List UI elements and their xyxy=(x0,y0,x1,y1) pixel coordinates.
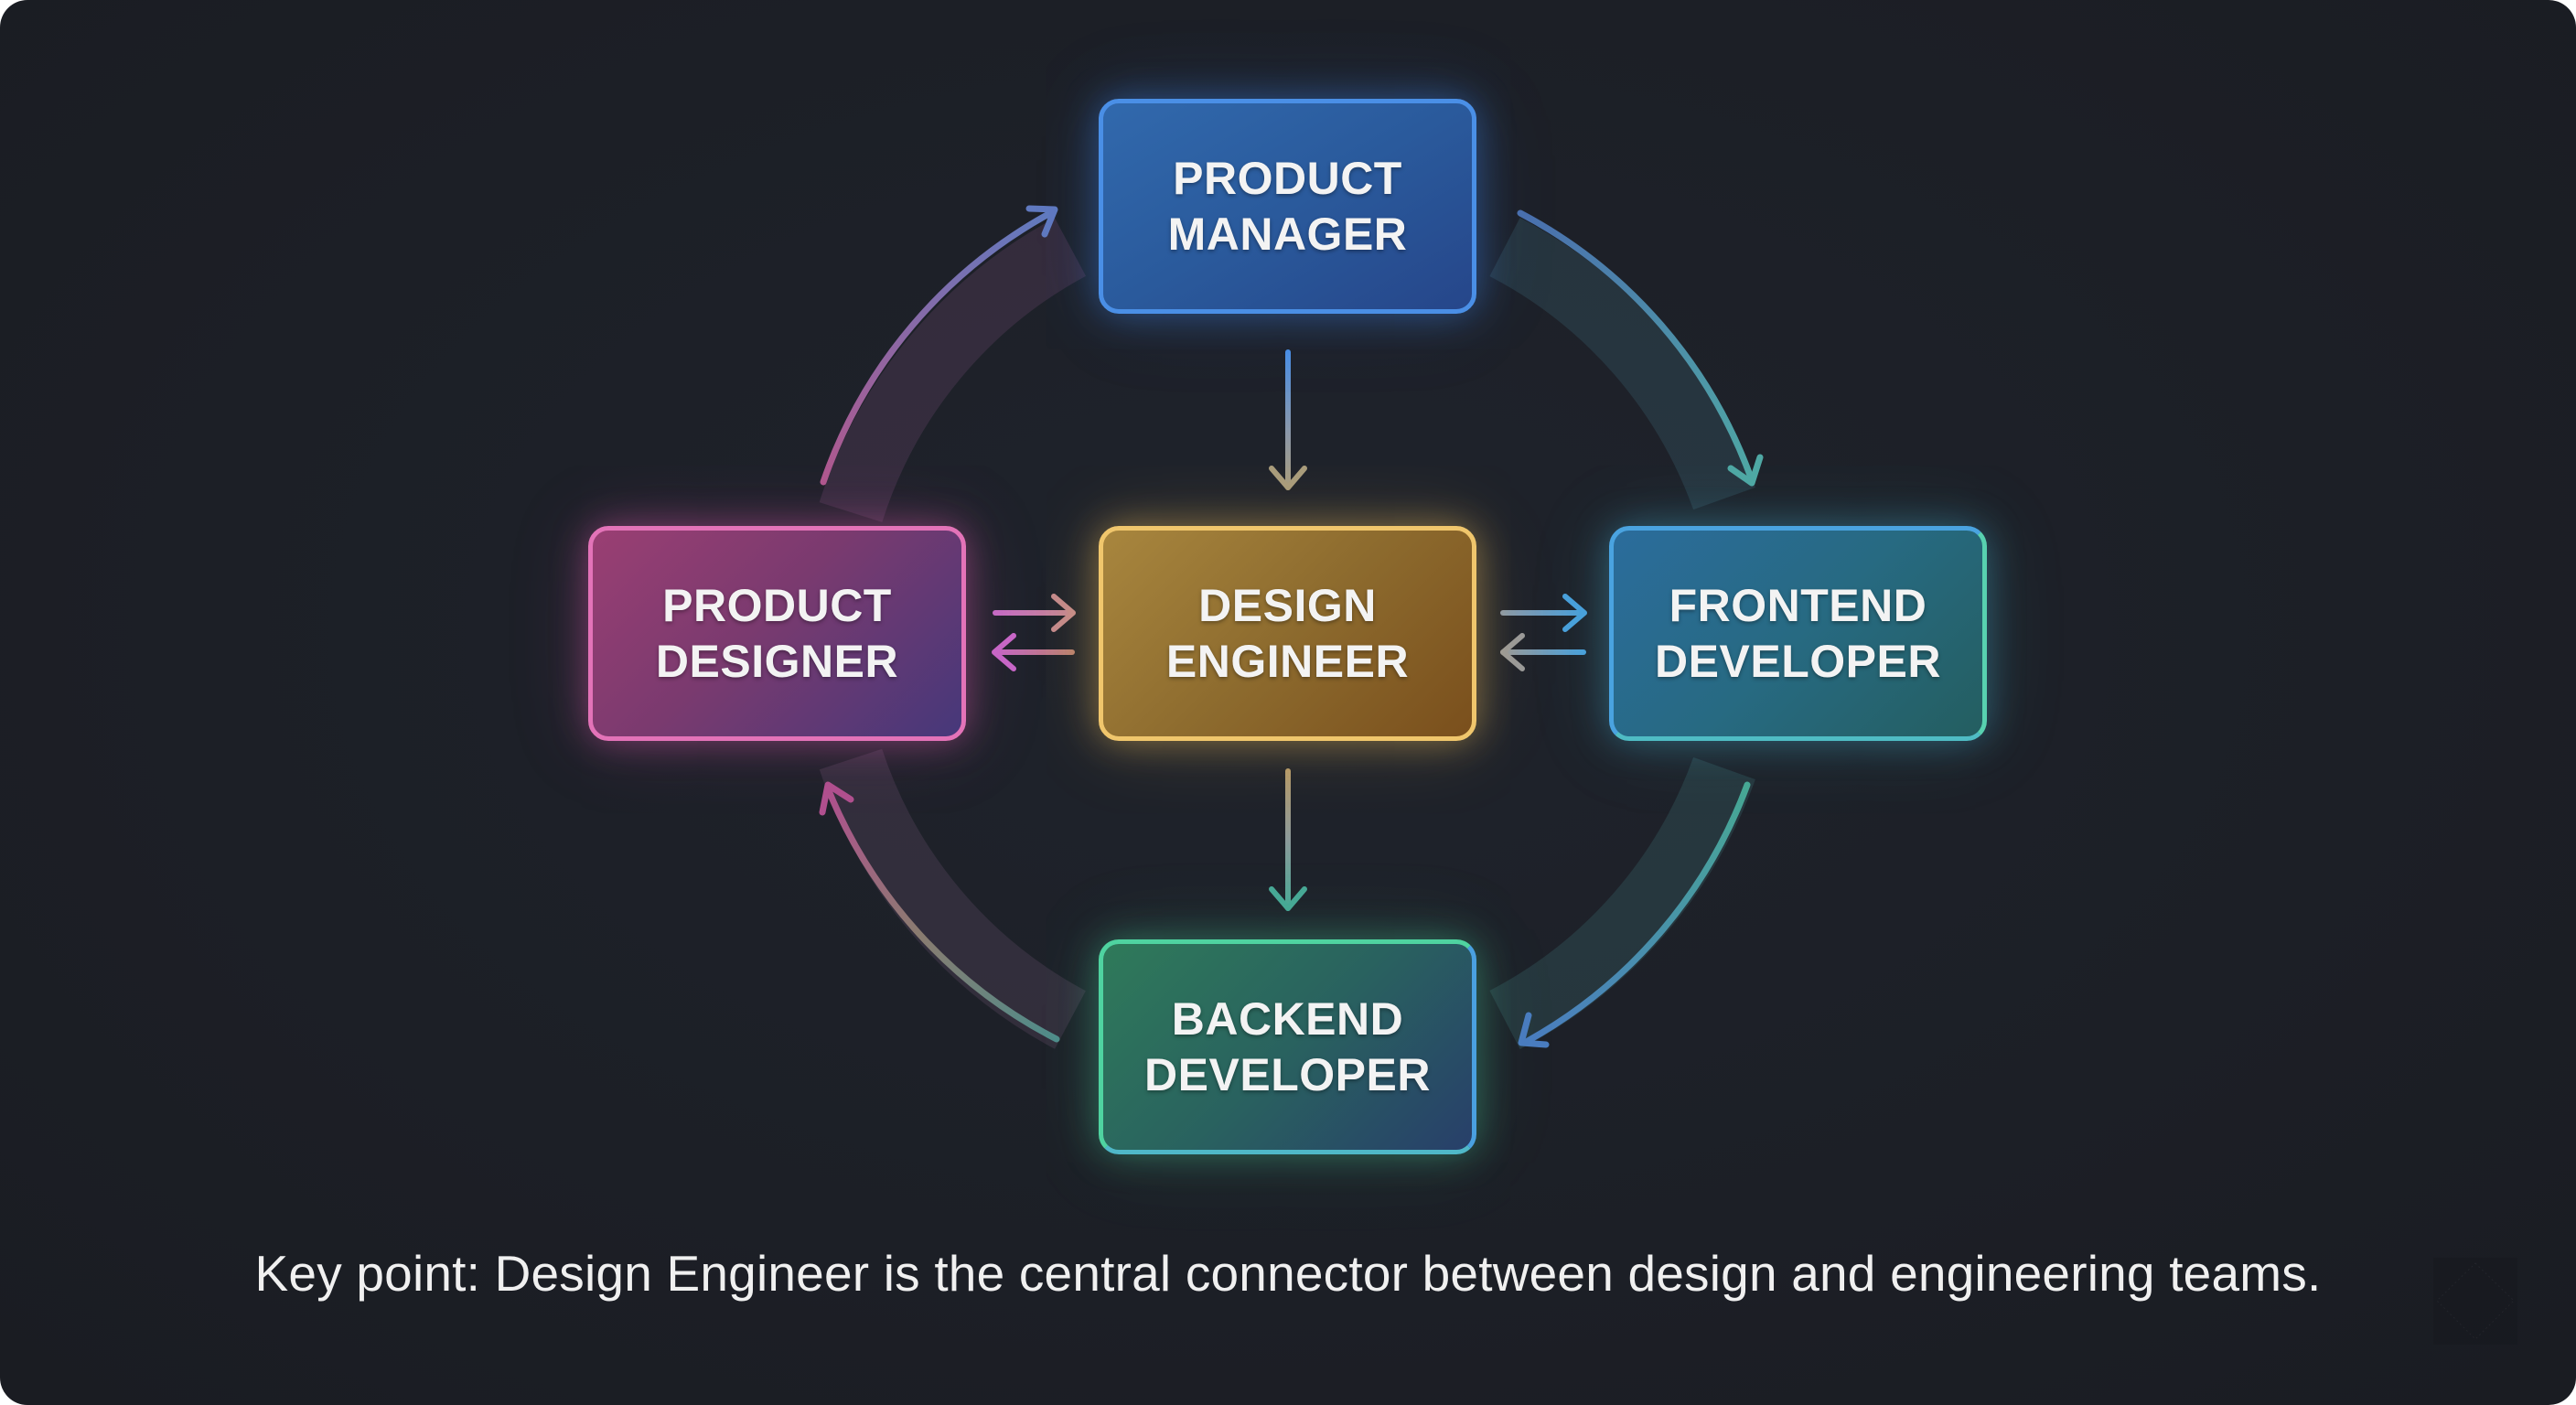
node-product-designer: PRODUCT DESIGNER xyxy=(588,526,966,741)
curved-arrow-backend-to-designer xyxy=(824,785,1060,1043)
arrowhead-icon xyxy=(1051,594,1076,632)
node-label: DESIGN ENGINEER xyxy=(1165,579,1410,687)
node-label: PRODUCT MANAGER xyxy=(1167,152,1408,260)
arrowhead-icon xyxy=(819,781,854,816)
node-frontend-developer: FRONTEND DEVELOPER xyxy=(1609,526,1987,741)
cycle-band xyxy=(819,218,1755,1049)
node-label: BACKEND DEVELOPER xyxy=(1144,992,1431,1100)
node-label: FRONTEND DEVELOPER xyxy=(1655,579,1941,687)
arrowhead-icon xyxy=(1500,633,1525,671)
arrowhead-icon xyxy=(1269,886,1307,911)
node-label: PRODUCT DESIGNER xyxy=(655,579,899,687)
arrowhead-icon xyxy=(1025,205,1058,238)
watermark xyxy=(2433,1258,2517,1345)
node-backend-developer: BACKEND DEVELOPER xyxy=(1099,939,1476,1154)
arrowhead-icon xyxy=(1562,594,1587,632)
diamond-sparkle-icon xyxy=(2436,1262,2515,1340)
arrowhead-icon xyxy=(1518,1012,1550,1048)
node-product-manager: PRODUCT MANAGER xyxy=(1099,99,1476,314)
node-design-engineer: DESIGN ENGINEER xyxy=(1099,526,1476,741)
arrowhead-icon xyxy=(1727,454,1764,487)
curved-arrow-manager-to-frontend xyxy=(1517,209,1755,484)
key-point-caption: Key point: Design Engineer is the centra… xyxy=(254,1245,2322,1302)
curved-arrow-designer-to-manager xyxy=(820,209,1056,486)
curved-arrow-frontend-to-backend xyxy=(1524,781,1751,1045)
arrowhead-icon xyxy=(992,633,1016,671)
arrowhead-icon xyxy=(1269,466,1307,490)
